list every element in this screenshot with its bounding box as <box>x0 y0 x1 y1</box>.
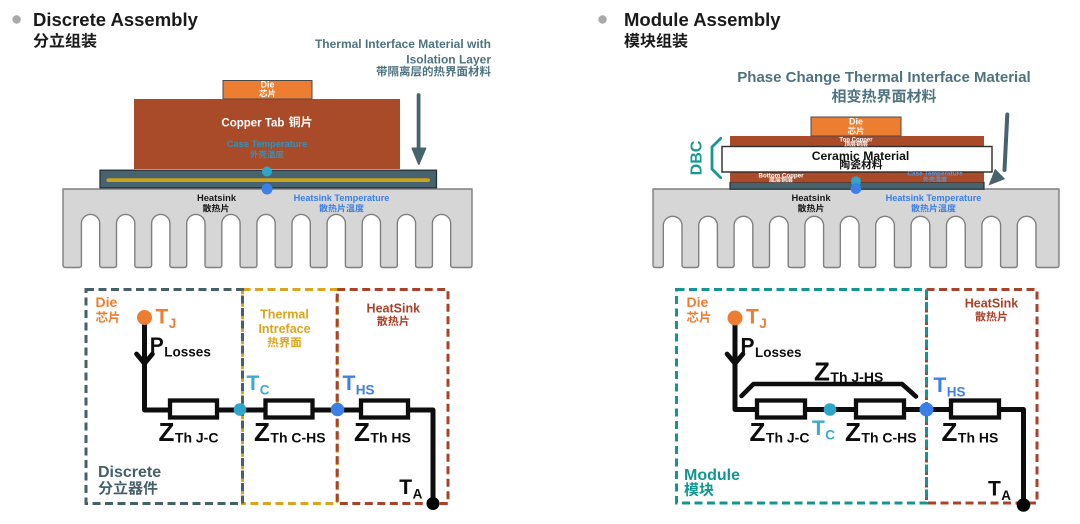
svg-text:P: P <box>741 335 755 358</box>
svg-text:Copper Tab: Copper Tab <box>221 117 284 129</box>
svg-text:T: T <box>988 478 1001 501</box>
svg-text:P: P <box>150 334 164 357</box>
svg-text:Discrete: Discrete <box>98 464 161 481</box>
svg-text:Die: Die <box>260 80 274 90</box>
svg-text:Th J-C: Th J-C <box>175 430 219 446</box>
svg-text:T: T <box>746 306 759 329</box>
svg-text:Z: Z <box>942 417 958 447</box>
svg-text:Th HS: Th HS <box>370 430 410 446</box>
svg-text:T: T <box>343 372 356 395</box>
svg-text:Discrete Assembly: Discrete Assembly <box>33 9 199 30</box>
svg-text:Th C-HS: Th C-HS <box>270 430 325 446</box>
svg-text:A: A <box>1001 488 1011 503</box>
svg-text:T: T <box>156 306 169 329</box>
svg-text:Z: Z <box>814 357 830 387</box>
svg-text:Heatsink: Heatsink <box>791 192 831 203</box>
svg-text:Phase Change Thermal Interface: Phase Change Thermal Interface Material <box>737 69 1030 86</box>
svg-text:J: J <box>169 316 177 331</box>
svg-text:T: T <box>399 476 412 499</box>
svg-text:Ceramic Material: Ceramic Material <box>812 149 910 163</box>
svg-text:Isolation Layer: Isolation Layer <box>406 53 491 67</box>
svg-text:T: T <box>247 372 260 395</box>
svg-text:Heatsink: Heatsink <box>197 192 237 203</box>
svg-text:Case Temperature: Case Temperature <box>227 139 307 149</box>
svg-text:Th J-C: Th J-C <box>766 430 810 446</box>
svg-text:A: A <box>413 487 423 502</box>
svg-text:HeatSink: HeatSink <box>367 302 421 316</box>
svg-text:Heatsink Temperature: Heatsink Temperature <box>294 193 390 203</box>
svg-text:Z: Z <box>845 417 861 447</box>
svg-text:Bottom Copper: Bottom Copper <box>758 173 804 180</box>
svg-text:Heatsink Temperature: Heatsink Temperature <box>886 193 982 203</box>
svg-text:T: T <box>934 374 947 397</box>
svg-text:HS: HS <box>356 383 375 398</box>
svg-text:Losses: Losses <box>164 345 211 360</box>
svg-text:DBC: DBC <box>689 140 706 175</box>
svg-text:Die: Die <box>849 117 863 127</box>
svg-text:Th C-HS: Th C-HS <box>861 430 916 446</box>
svg-text:Die: Die <box>96 294 118 310</box>
svg-text:Th HS: Th HS <box>958 430 998 446</box>
svg-text:Module: Module <box>684 467 740 484</box>
svg-text:T: T <box>812 417 825 440</box>
svg-text:Case Temperature: Case Temperature <box>907 171 963 178</box>
svg-text:HS: HS <box>947 385 966 400</box>
svg-text:J: J <box>759 316 767 331</box>
svg-text:Losses: Losses <box>755 345 802 360</box>
svg-text:Z: Z <box>750 417 766 447</box>
svg-text:HeatSink: HeatSink <box>965 297 1019 311</box>
svg-text:Top Copper: Top Copper <box>839 138 873 144</box>
svg-text:Module Assembly: Module Assembly <box>624 9 781 30</box>
svg-text:Th J-HS: Th J-HS <box>830 369 883 385</box>
svg-text:C: C <box>260 383 270 398</box>
svg-text:Intreface: Intreface <box>258 322 310 336</box>
svg-text:Die: Die <box>687 294 709 310</box>
svg-text:Z: Z <box>254 417 270 447</box>
svg-text:C: C <box>825 428 835 443</box>
svg-text:Thermal: Thermal <box>260 308 309 322</box>
svg-text:Thermal Interface Material wit: Thermal Interface Material with <box>315 37 491 51</box>
svg-text:Z: Z <box>354 417 370 447</box>
svg-text:Z: Z <box>159 417 175 447</box>
